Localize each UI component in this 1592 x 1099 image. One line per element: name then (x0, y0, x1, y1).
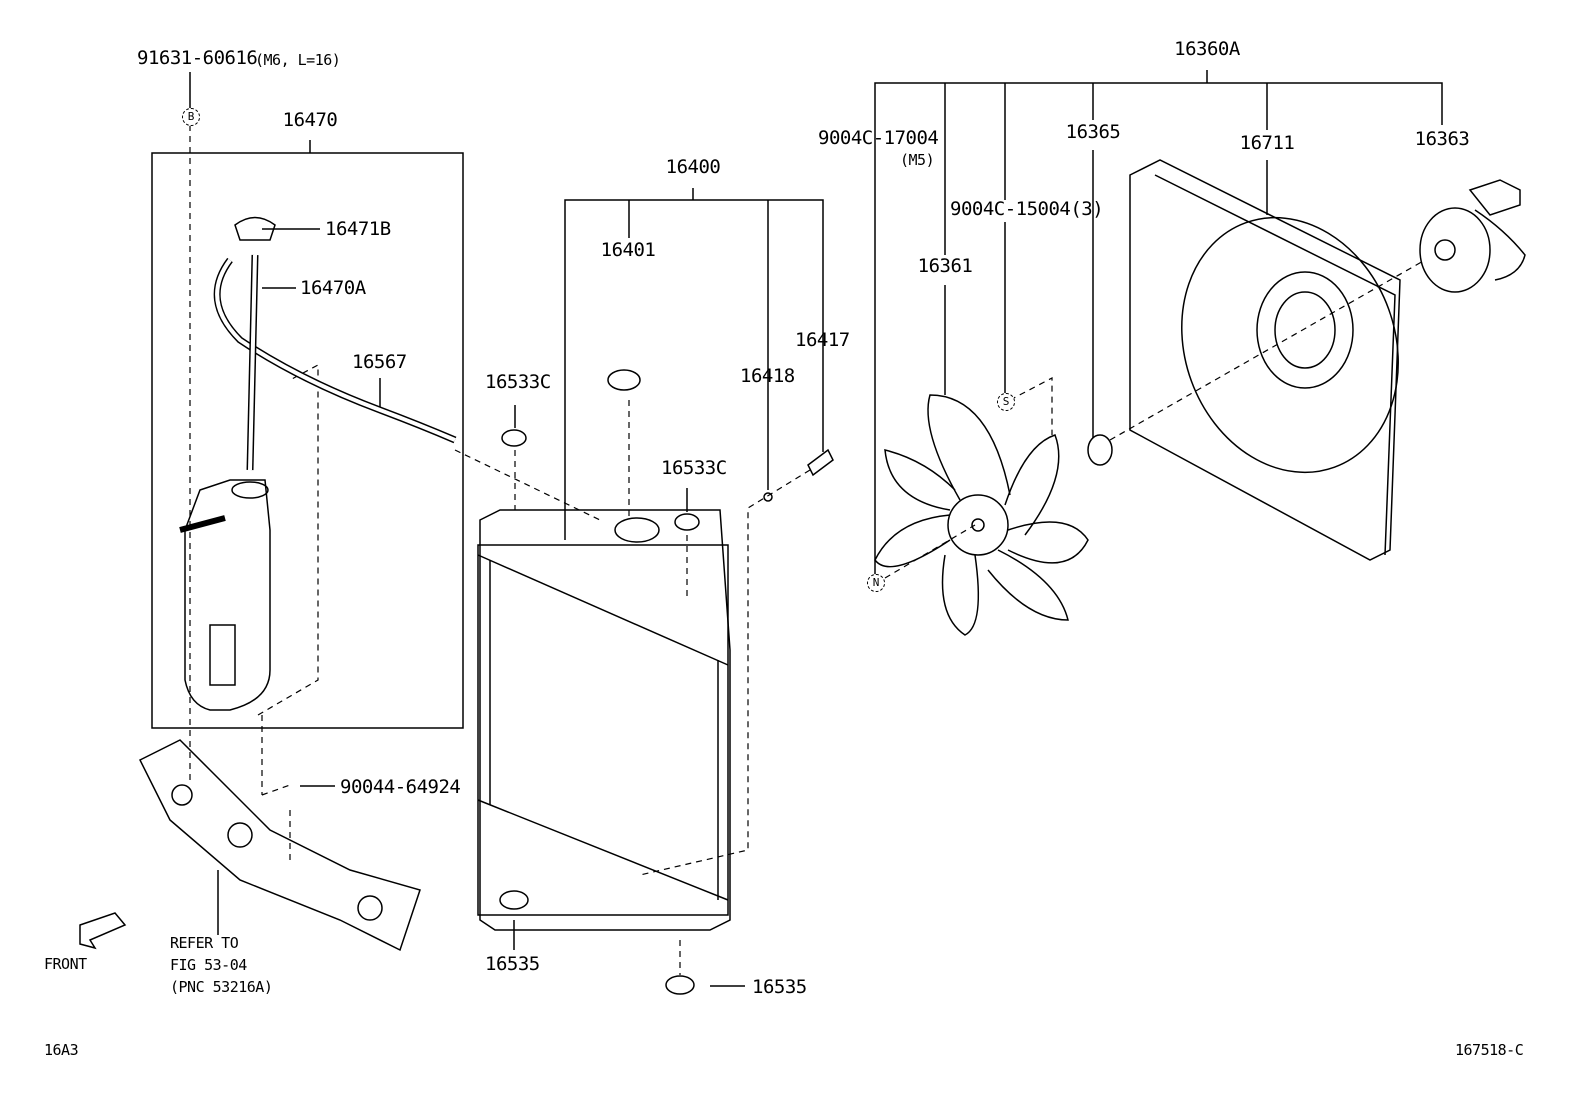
radiator-support (79, 739, 421, 952)
refer-note-line2: FIG 53-04 (170, 956, 247, 974)
label-16470: 16470 (282, 109, 338, 131)
label-16417: 16417 (795, 329, 850, 351)
label-9004c-15004: 9004C-15004(3) (950, 198, 1104, 220)
footer-right-code: 167518-C (1455, 1041, 1524, 1059)
marker-s: S (997, 393, 1015, 411)
marker-n: N (867, 574, 885, 592)
screw-spec: (M5) (900, 151, 935, 169)
bolt-spec: (M6, L=16) (255, 51, 341, 69)
refer-note-line3: (PNC 53216A) (170, 978, 273, 996)
label-90044-64924: 90044-64924 (340, 776, 461, 798)
label-9004c-17004: 9004C-17004 (818, 127, 939, 149)
washer-shape (1087, 434, 1113, 466)
label-16567: 16567 (352, 351, 407, 373)
label-16361: 16361 (917, 255, 973, 277)
bolt-part-number: 91631-60616 (137, 47, 258, 69)
footer-left-code: 16A3 (44, 1041, 79, 1059)
front-arrow-icon (79, 912, 127, 950)
radiator (477, 369, 834, 995)
label-16471b: 16471B (325, 218, 391, 240)
label-16535-left: 16535 (485, 953, 540, 975)
reserve-tank-box (151, 152, 464, 729)
label-16533c-left: 16533C (485, 371, 551, 393)
reserve-tank (179, 216, 457, 711)
label-16365: 16365 (1065, 121, 1121, 143)
label-16363: 16363 (1414, 128, 1470, 150)
label-16711: 16711 (1239, 132, 1295, 154)
fan-motor (1419, 179, 1526, 293)
label-16533c-right: 16533C (661, 457, 727, 479)
marker-b: B (182, 108, 200, 126)
label-16401: 16401 (600, 239, 656, 261)
label-16360a: 16360A (1174, 38, 1240, 60)
label-16418: 16418 (740, 365, 795, 387)
label-16470a: 16470A (300, 277, 366, 299)
fan-shroud (1129, 159, 1401, 561)
leader-lines (151, 70, 1443, 987)
cooling-fan (874, 394, 1089, 636)
refer-note-line1: REFER TO (170, 934, 239, 952)
label-16400: 16400 (665, 156, 721, 178)
assembly-lines (189, 125, 1426, 975)
label-16535-right: 16535 (752, 976, 807, 998)
front-label: FRONT (44, 955, 87, 973)
